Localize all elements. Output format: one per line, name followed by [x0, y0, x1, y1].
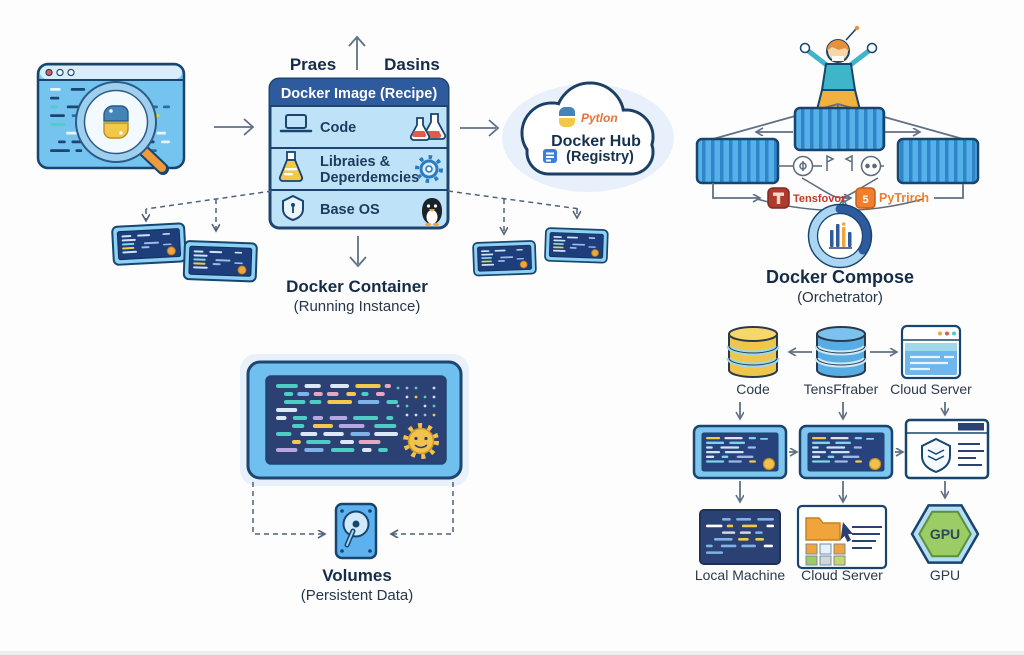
- grid-squares: [805, 543, 846, 566]
- compose-title: Docker Compose: [766, 267, 914, 287]
- container-title: Docker Container: [286, 277, 428, 296]
- window-dot-red: [45, 68, 53, 77]
- pipeline-arrows-1: [740, 402, 945, 419]
- row-code-label: Code: [320, 120, 356, 136]
- hub-subtitle: (Registry): [566, 149, 634, 165]
- row-libs-label-1: Libraies &: [320, 154, 391, 170]
- pytorch-label: PyTrirch: [879, 191, 929, 205]
- registry-badge-icon: [543, 149, 557, 163]
- cloud-server-dashboard-icon: [796, 504, 888, 570]
- framework-links: [712, 183, 964, 198]
- volumes-title: Volumes: [322, 566, 392, 585]
- gauge-icon: [807, 203, 873, 269]
- gpu-badge: GPU: [930, 526, 960, 542]
- cloud-server-bottom-label: Cloud Server: [801, 567, 883, 583]
- pytorch-badge-icon: 5: [855, 187, 876, 209]
- tensorflow-label: Tensfovor: [793, 193, 846, 205]
- hub-title: Docker Hub: [551, 133, 641, 150]
- hard-drive-icon: [334, 502, 378, 560]
- volumes-subtitle: (Persistent Data): [301, 587, 414, 604]
- tensor-db-label: TensFfraber: [804, 381, 879, 397]
- docker-hub-cloud: Pytlon Docker Hub (Registry): [520, 81, 655, 176]
- cloud-server-top-label: Cloud Server: [890, 381, 972, 397]
- image-to-containers-links: [146, 190, 580, 234]
- deploy-window-icon: [904, 418, 990, 480]
- gear-icon: [415, 155, 443, 183]
- container-subtitle: (Running Instance): [294, 298, 421, 315]
- arrow-window-to-image: [214, 118, 255, 136]
- arrow-image-to-container: [349, 236, 367, 268]
- erlenmeyer-flask-icon: [278, 151, 304, 182]
- code-db-label: Code: [736, 381, 770, 397]
- arrow-up: [348, 35, 366, 70]
- shield-key-icon: [282, 194, 304, 222]
- python-code-window: [36, 62, 186, 175]
- penguin-icon: [422, 198, 442, 226]
- image-box-title: Docker Image (Recipe): [281, 86, 438, 102]
- python-logo-icon: [559, 107, 575, 127]
- row-libs-label-2: Deperdemcies: [320, 170, 419, 186]
- hub-brand-label: Pytlon: [581, 111, 618, 125]
- python-logo-icon: [103, 105, 129, 139]
- flasks-icon: [409, 113, 447, 141]
- sun-creature-icon: [403, 423, 439, 459]
- docker-image-box: Docker Image (Recipe) Code Libraies & De…: [268, 77, 450, 230]
- cursor-icon: [840, 522, 853, 542]
- praes-label: Praes: [290, 55, 336, 74]
- person-orchestrator-icon: [799, 25, 878, 111]
- cloud-server-window-icon: [900, 324, 962, 380]
- python-magnifier-icon: [75, 81, 169, 175]
- code-editor-screen: [246, 360, 463, 480]
- code-db-icon: [729, 327, 777, 377]
- gpu-hexagon-icon: GPU: [910, 504, 980, 564]
- row-baseos-label: Base OS: [320, 202, 380, 218]
- arrow-image-to-hub: [460, 119, 500, 137]
- laptop-icon: [279, 114, 313, 133]
- window-dot: [67, 68, 75, 77]
- folder-icon: [805, 517, 841, 541]
- shield-layers-icon: [921, 437, 951, 474]
- pipeline-arrows-2: [740, 481, 945, 502]
- dasins-label: Dasins: [384, 55, 440, 74]
- local-machine-label: Local Machine: [695, 567, 785, 583]
- compose-subtitle: (Orchetrator): [797, 289, 883, 306]
- local-machine-terminal-icon: [699, 509, 781, 565]
- shipping-container-icons: [695, 106, 980, 185]
- svg-text:5: 5: [862, 194, 868, 206]
- window-dot: [56, 68, 64, 77]
- gpu-label: GPU: [930, 567, 960, 583]
- editor-to-volume-links: [252, 482, 454, 534]
- bottom-edge: [0, 651, 1024, 655]
- tensor-db-icon: [817, 327, 865, 377]
- tensorflow-badge-icon: [767, 187, 790, 209]
